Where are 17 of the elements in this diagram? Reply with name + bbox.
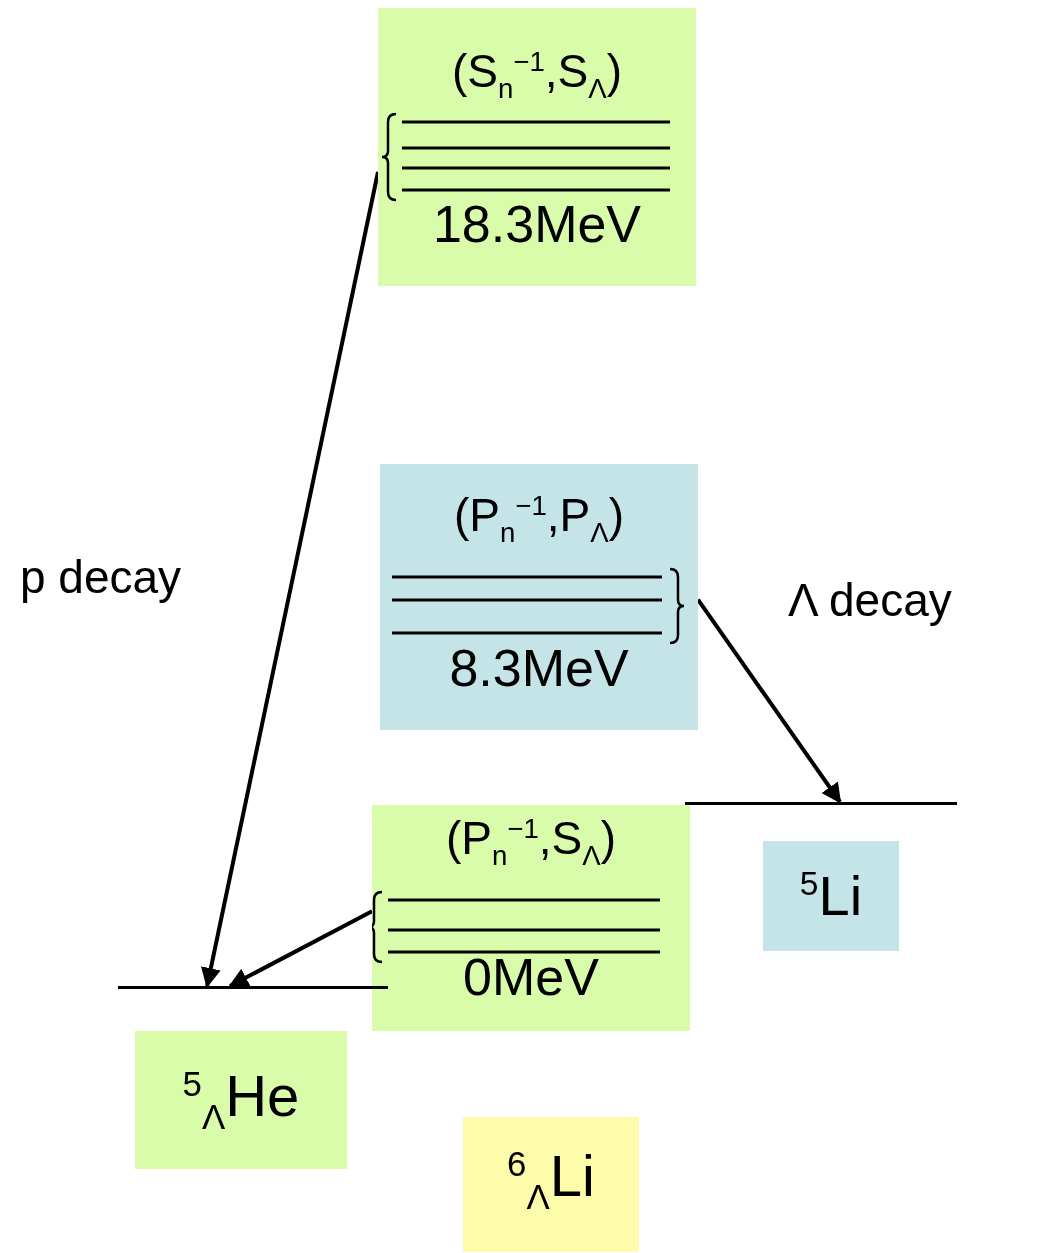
decay-arrow [228, 909, 373, 988]
state-box [135, 1031, 347, 1169]
energy-label: 18.3MeV [431, 198, 643, 250]
nucleus-label: $^{5}$Li [798, 867, 864, 924]
decay-arrow [201, 171, 380, 988]
state-box [378, 8, 696, 286]
state-box [372, 805, 690, 1031]
state-box [463, 1117, 639, 1252]
state-box [763, 841, 899, 951]
energy-level-line [685, 802, 957, 805]
energy-label: 8.3MeV [448, 642, 630, 694]
state-box [380, 464, 698, 730]
state-label: (P$_{n}$$^{−1}$,S$_{Λ}$) [444, 815, 618, 870]
state-label: (P$_{n}$$^{−1}$,P$_{Λ}$) [452, 492, 626, 547]
energy-level-line [118, 986, 388, 989]
state-label: (S$_{n}$$^{−1}$,S$_{Λ}$) [450, 48, 624, 103]
energy-label: 0MeV [462, 951, 600, 1003]
